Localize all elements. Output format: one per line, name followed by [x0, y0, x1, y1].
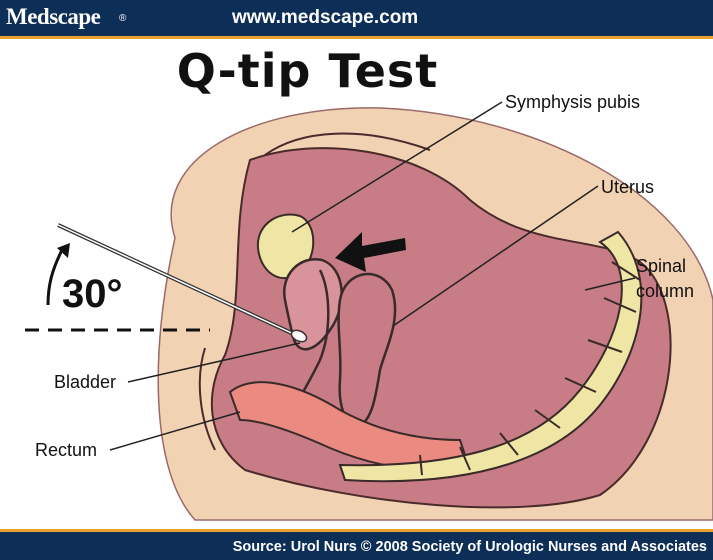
- label-rectum: Rectum: [35, 440, 97, 461]
- label-bladder: Bladder: [54, 372, 116, 393]
- label-spinal: Spinal: [636, 254, 686, 279]
- label-uterus: Uterus: [601, 177, 654, 198]
- label-column: column: [636, 279, 694, 304]
- header-divider: [0, 36, 713, 39]
- registered-mark: ®: [119, 13, 126, 24]
- medscape-logo[interactable]: Medscape: [6, 4, 100, 30]
- angle-label: 30°: [62, 272, 123, 317]
- label-symphysis-pubis: Symphysis pubis: [505, 92, 640, 113]
- site-url[interactable]: www.medscape.com: [232, 7, 418, 29]
- header-bar: Medscape ® www.medscape.com: [0, 0, 713, 36]
- source-credit: Source: Urol Nurs © 2008 Society of Urol…: [233, 539, 707, 555]
- angle-arc: [48, 250, 62, 305]
- footer-bar: Source: Urol Nurs © 2008 Society of Urol…: [0, 532, 713, 560]
